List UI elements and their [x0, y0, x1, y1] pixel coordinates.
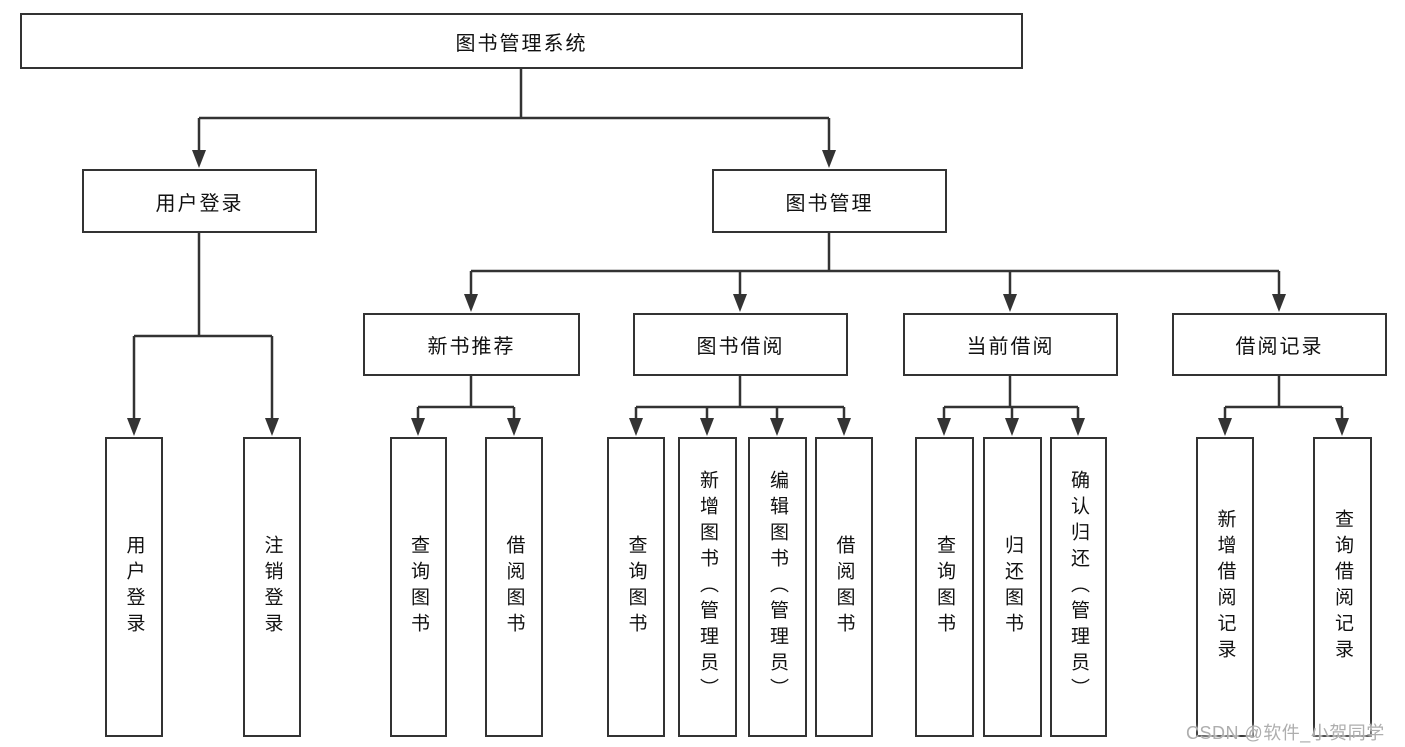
node-current-borrowing: 当前借阅 [903, 313, 1118, 376]
leaf-add-books-admin: 新增图书（管理员） [678, 437, 737, 737]
leaf-query-borrow-record: 查询借阅记录 [1313, 437, 1372, 737]
connector-bookmgmt-to-level3 [471, 233, 1279, 273]
connector-records-to-leaves [1225, 376, 1342, 409]
connector-userlogin-to-leaves [134, 233, 272, 338]
node-user-login: 用户登录 [82, 169, 317, 233]
leaf-confirm-return-admin: 确认归还（管理员） [1050, 437, 1107, 737]
connector-current-to-leaves [944, 376, 1078, 409]
node-root-library-management-system: 图书管理系统 [20, 13, 1023, 69]
connector-root-to-level2 [199, 69, 829, 120]
connector-borrowing-to-leaves [636, 376, 844, 409]
node-book-borrowing: 图书借阅 [633, 313, 848, 376]
leaf-user-login: 用户登录 [105, 437, 163, 737]
leaf-edit-books-admin: 编辑图书（管理员） [748, 437, 807, 737]
leaf-logout: 注销登录 [243, 437, 301, 737]
node-book-management: 图书管理 [712, 169, 947, 233]
node-borrowing-records: 借阅记录 [1172, 313, 1387, 376]
leaf-query-books-borrowing: 查询图书 [607, 437, 665, 737]
leaf-query-books-recommend: 查询图书 [390, 437, 447, 737]
csdn-watermark: CSDN @软件_小贺同学 [1186, 723, 1385, 743]
leaf-borrow-books-recommend: 借阅图书 [485, 437, 543, 737]
node-new-book-recommendation: 新书推荐 [363, 313, 580, 376]
leaf-borrow-books: 借阅图书 [815, 437, 873, 737]
connector-newbooks-to-leaves [418, 376, 514, 409]
leaf-return-books: 归还图书 [983, 437, 1042, 737]
leaf-add-borrow-record: 新增借阅记录 [1196, 437, 1254, 737]
leaf-query-books-current: 查询图书 [915, 437, 974, 737]
